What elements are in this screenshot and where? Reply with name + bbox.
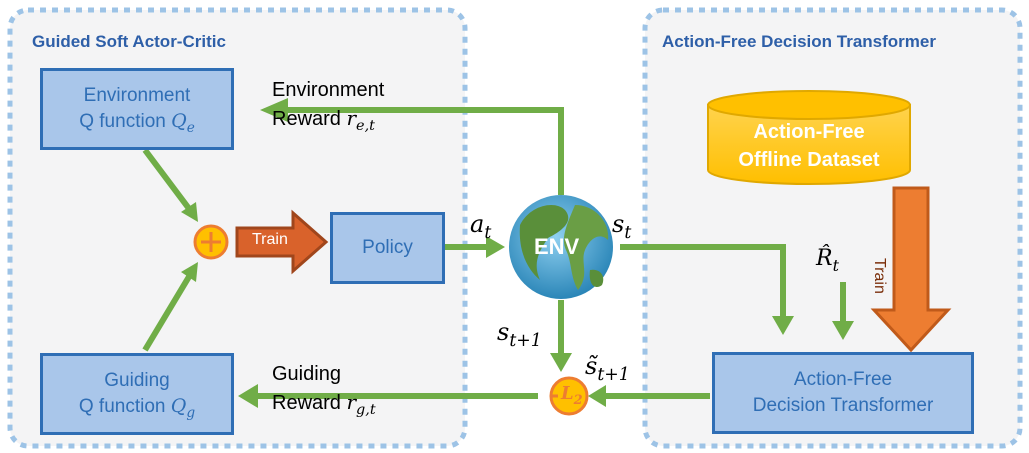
l2-operator-icon bbox=[549, 376, 589, 416]
next-state-sym: s bbox=[497, 318, 510, 346]
train-vertical-label: Train bbox=[871, 258, 888, 294]
predicted-state-sym: s̃ bbox=[585, 352, 598, 380]
next-state-sub: t+1 bbox=[509, 331, 542, 352]
dataset-line1: Action-Free bbox=[753, 121, 865, 143]
env-reward-line1: Environment bbox=[272, 79, 385, 101]
guide-q-line2-text: Q function bbox=[78, 396, 166, 417]
guiding-q-box: Guiding Q function Qg bbox=[40, 353, 234, 435]
env-reward-arrowhead bbox=[260, 98, 288, 122]
l2-sym: L bbox=[561, 383, 574, 404]
guide-reward-symbol: rg,t bbox=[346, 390, 375, 418]
guide-reward-line2-text: Reward bbox=[272, 392, 341, 414]
env-reward-line2-text: Reward bbox=[272, 108, 341, 130]
state-label: st bbox=[612, 210, 631, 243]
state-sym: s bbox=[612, 210, 625, 238]
l2-sub: 2 bbox=[573, 392, 583, 408]
env-reward-arrow bbox=[285, 107, 564, 195]
guide-q-symbol: Qg bbox=[170, 395, 195, 421]
dataset-line2: Offline Dataset bbox=[738, 149, 880, 171]
train-arrow-icon bbox=[235, 209, 329, 275]
action-label: at bbox=[470, 210, 491, 243]
decision-transformer-box: Action-Free Decision Transformer bbox=[712, 352, 974, 434]
env-reward-sub: e,t bbox=[356, 118, 375, 135]
left-panel-title: Guided Soft Actor-Critic bbox=[32, 32, 226, 51]
return-to-go-label: R̂t bbox=[816, 246, 839, 275]
guideq-to-plus-arrow bbox=[142, 273, 193, 352]
rtg-arrowhead bbox=[832, 321, 854, 340]
next-state-arrowhead bbox=[550, 353, 572, 372]
policy-label: Policy bbox=[362, 237, 413, 259]
env-reward-sym: r bbox=[346, 106, 357, 130]
green-arrows bbox=[142, 107, 846, 399]
env-q-line2-text: Q function bbox=[79, 111, 166, 132]
guide-reward-line1: Guiding bbox=[272, 363, 341, 385]
guideq-plus-arrowhead bbox=[181, 262, 198, 282]
env-reward-label: Environment Reward re,t bbox=[272, 76, 385, 134]
train-label: Train bbox=[252, 231, 288, 248]
globe-icon bbox=[509, 195, 613, 299]
next-state-label: st+1 bbox=[497, 318, 542, 351]
envq-plus-arrowhead bbox=[181, 202, 198, 222]
dt-line2: Decision Transformer bbox=[752, 395, 934, 416]
dt-line1: Action-Free bbox=[793, 369, 893, 391]
env-q-symbol-text: Q bbox=[171, 110, 187, 132]
guide-q-line1: Guiding bbox=[104, 370, 170, 392]
state-arrow bbox=[620, 244, 786, 320]
env-reward-symbol: re,t bbox=[346, 106, 374, 134]
env-q-line1: Environment bbox=[83, 85, 191, 107]
state-arrowhead bbox=[772, 316, 794, 335]
action-arrowhead bbox=[486, 236, 505, 258]
train-vertical-arrow-icon bbox=[870, 186, 952, 353]
env-label: ENV bbox=[534, 234, 580, 259]
guide-reward-sym: r bbox=[346, 390, 357, 414]
plus-icon bbox=[193, 224, 229, 260]
env-reward-line2: Reward re,t bbox=[272, 104, 384, 134]
guide-q-line2: Q function Qg bbox=[43, 394, 231, 421]
environment-q-box: Environment Q function Qe bbox=[40, 68, 234, 150]
predicted-state-arrowhead bbox=[588, 385, 606, 407]
l2-label: L2 bbox=[561, 383, 583, 408]
state-sub: t bbox=[624, 223, 632, 244]
dataset-label: Action-Free Offline Dataset bbox=[708, 118, 910, 174]
rtg-sub: t bbox=[832, 255, 839, 275]
predicted-state-label: s̃t+1 bbox=[585, 352, 630, 385]
envq-to-plus-arrow bbox=[142, 148, 193, 212]
guide-q-symbol-text: Q bbox=[170, 395, 187, 417]
action-sub: t bbox=[484, 223, 492, 244]
rtg-sym: R̂ bbox=[816, 246, 833, 271]
predicted-state-sub: t+1 bbox=[597, 365, 630, 386]
green-arrowheads bbox=[181, 98, 854, 408]
guide-reward-line2: Reward rg,t bbox=[272, 388, 376, 418]
guide-reward-arrowhead bbox=[238, 384, 258, 408]
database-icon bbox=[707, 90, 911, 185]
guide-reward-sub: g,t bbox=[356, 402, 376, 419]
guide-reward-label: Guiding Reward rg,t bbox=[272, 360, 376, 418]
action-sym: a bbox=[470, 210, 485, 238]
env-q-sub: e bbox=[186, 119, 195, 136]
env-q-symbol: Qe bbox=[171, 110, 195, 136]
policy-box: Policy bbox=[330, 212, 445, 284]
guide-q-sub: g bbox=[186, 404, 196, 421]
right-panel-title: Action-Free Decision Transformer bbox=[662, 32, 936, 51]
env-q-line2: Q function Qe bbox=[43, 109, 231, 136]
